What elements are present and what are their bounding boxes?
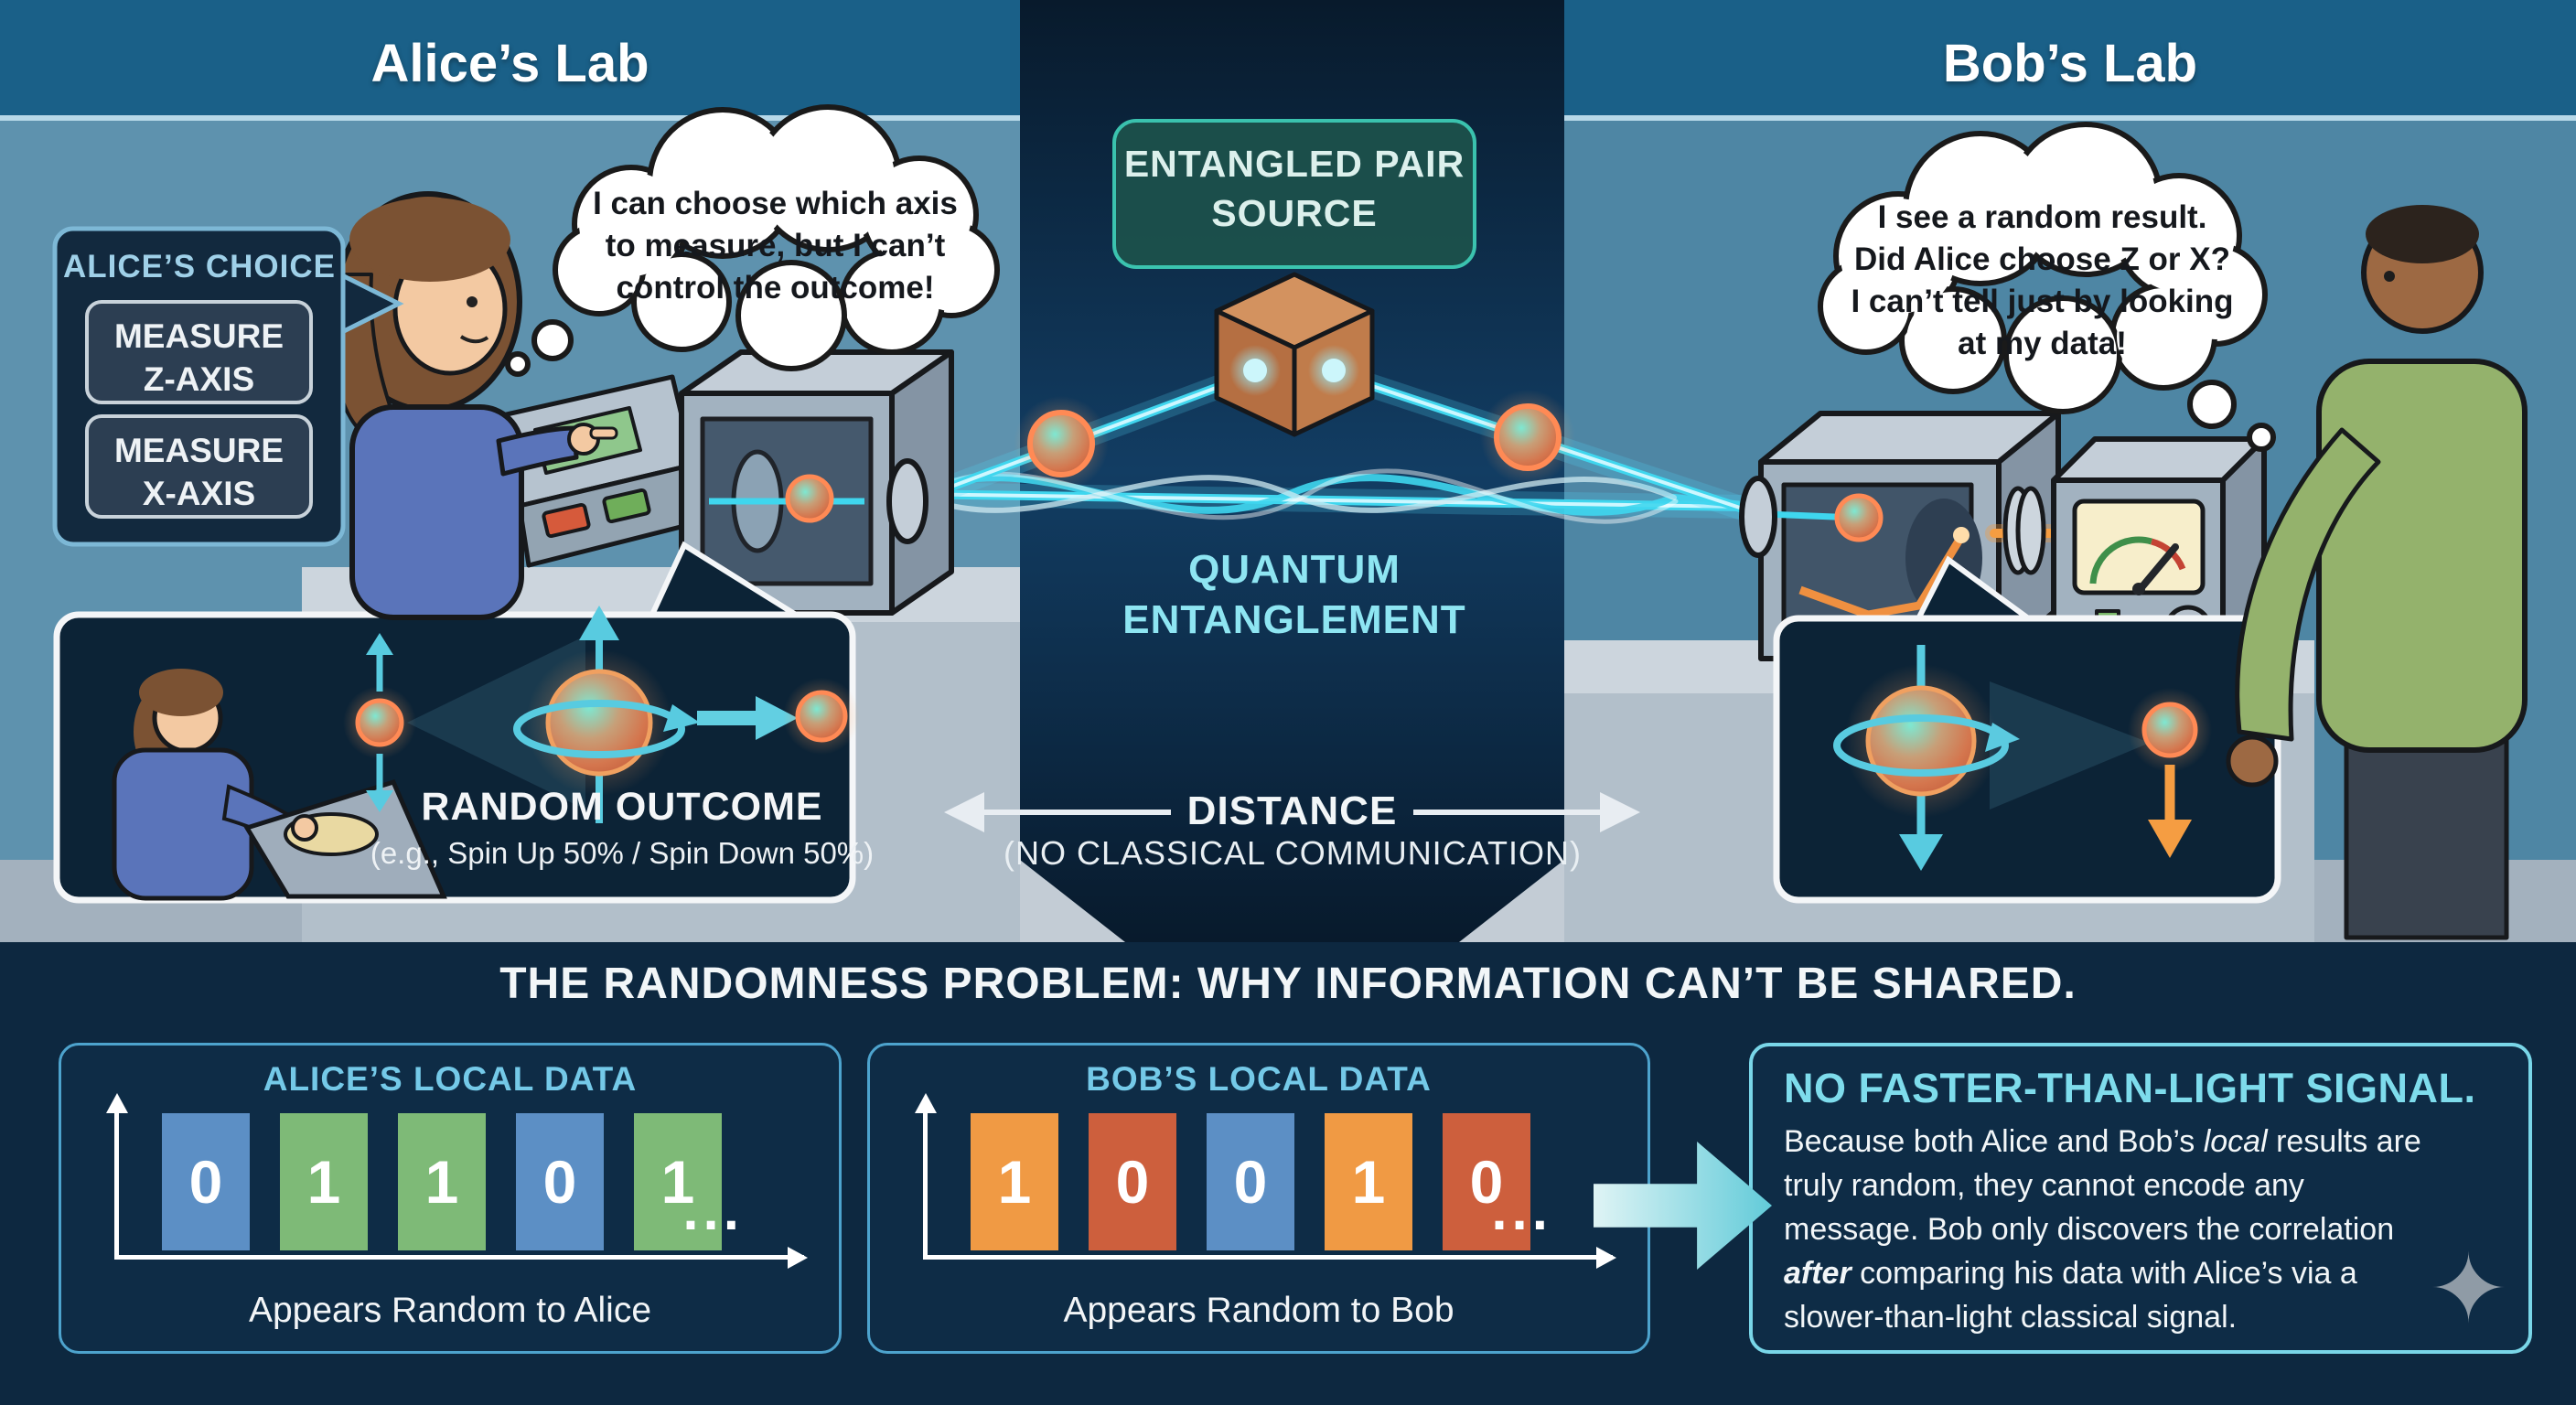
alice-thought-line: control the outcome! [616,270,935,306]
x-axis-arrow-icon [788,1247,808,1269]
bob-thought-line: I see a random result. [1877,199,2207,235]
no-ftl-signal-panel: NO FASTER-THAN-LIGHT SIGNAL. Because bot… [1749,1043,2532,1354]
inset-bob-spinning-particle [1833,645,2020,871]
nftl-title: NO FASTER-THAN-LIGHT SIGNAL. [1784,1065,2476,1111]
measure-z-line1: MEASURE [113,317,284,355]
y-axis-arrow-icon [915,1093,937,1113]
bob-data-title: BOB’S LOCAL DATA [1086,1060,1432,1098]
distance-arrow-left-icon [944,792,984,832]
data-bit: 0 [516,1113,604,1250]
bob-lab-title: Bob’s Lab [1942,34,2198,93]
alice-data-caption: Appears Random to Alice [248,1291,652,1330]
entangled-pair-source-box [1112,119,1476,269]
y-axis [915,1093,937,1260]
ellipsis: ... [682,1179,744,1242]
alice-thought-bubble [505,104,1000,377]
data-bit: 1 [634,1113,722,1250]
distance-title: DISTANCE [1186,788,1398,833]
inset-spinning-particle [513,606,700,823]
quantum-label-line1: QUANTUM [1188,547,1401,592]
bob-thought-line: I can’t tell just by looking [1851,284,2234,319]
random-outcome-title: RANDOM OUTCOME [421,785,823,829]
y-axis-arrow-icon [106,1093,128,1113]
random-outcome-subtitle: (e.g., Spin Up 50% / Spin Down 50%) [370,836,875,870]
bob-thought-bubble [1818,122,2276,452]
alice-lab-header-bar [0,0,1020,121]
inset-bob-outcome-particle [2128,688,2212,858]
x-axis [923,1247,1616,1269]
data-bit: 0 [1089,1113,1176,1250]
flying-particle-right [1480,390,1575,485]
distance-subtitle: (NO CLASSICAL COMMUNICATION) [1003,834,1583,872]
measure-z-button: MEASURE Z-AXIS [87,315,311,401]
inset-outcome-particle [783,678,860,755]
bob-thought-line: at my data! [1958,326,2127,361]
measure-x-button: MEASURE X-AXIS [87,429,311,515]
inset-outcome-arrow [697,696,798,740]
inset-bob-beam-cone [1990,681,2150,810]
measure-z-line2: Z-AXIS [143,360,255,398]
measure-x-line2: X-AXIS [142,475,256,512]
alice-data-title: ALICE’S LOCAL DATA [263,1060,638,1098]
bob-thought-line: Did Alice choose Z or X? [1854,241,2230,277]
alice-measurement-device [496,349,954,616]
alice-inset-callout [53,541,860,904]
data-bit: 0 [1443,1113,1530,1250]
alice-choice-panel [52,226,404,547]
data-bit: 1 [1325,1113,1412,1250]
nftl-body: Because both Alice and Bob’s local resul… [1784,1124,2421,1335]
alice-thought-line: I can choose which axis [593,186,958,221]
x-axis-arrow-icon [1596,1247,1616,1269]
quantum-entanglement-label: QUANTUM ENTANGLEMENT [1111,544,1477,645]
data-bit: 1 [971,1113,1058,1250]
alice-lab-title: Alice’s Lab [370,34,649,93]
data-bit: 0 [1207,1113,1294,1250]
lab-scene [0,0,2576,942]
inset-mini-alice [112,669,447,901]
alice-choice-title: ALICE’S CHOICE [63,249,336,284]
measure-x-button-shape [85,414,313,519]
bob-thought-text: I see a random result. Did Alice choose … [1830,197,2255,365]
distance-arrows [944,792,1640,832]
source-label-line1: ENTANGLED PAIR [1123,143,1465,185]
source-label-line2: SOURCE [1211,192,1378,234]
bob-figure [2226,205,2528,940]
entangled-pair-source-label: ENTANGLED PAIR SOURCE [1114,139,1475,238]
ellipsis: ... [1491,1179,1552,1242]
beam-lens-disc [2002,486,2046,575]
bob-inset-callout [1773,555,2281,904]
bob-data-caption: Appears Random to Bob [1063,1291,1454,1330]
inset-superposition-particle [343,633,416,812]
x-axis [114,1247,808,1269]
data-bit: 1 [398,1113,486,1250]
sparkle-icon: ✦ [2428,1237,2508,1343]
bottom-heading: THE RANDOMNESS PROBLEM: WHY INFORMATION … [499,960,2077,1008]
quantum-label-line2: ENTANGLEMENT [1122,597,1466,642]
alice-thought-text: I can choose which axis to measure, but … [567,183,983,309]
y-axis [106,1093,128,1260]
bob-lab-header-bar [1564,0,2576,121]
source-emitters [1229,345,1359,396]
distance-arrow-right-icon [1600,792,1640,832]
measure-z-button-shape [85,300,313,404]
alice-thought-line: to measure, but I can’t [605,228,946,263]
measure-x-line1: MEASURE [113,432,284,469]
flying-particle-left [1014,396,1109,491]
data-bit: 1 [280,1113,368,1250]
data-bit: 0 [162,1113,250,1250]
